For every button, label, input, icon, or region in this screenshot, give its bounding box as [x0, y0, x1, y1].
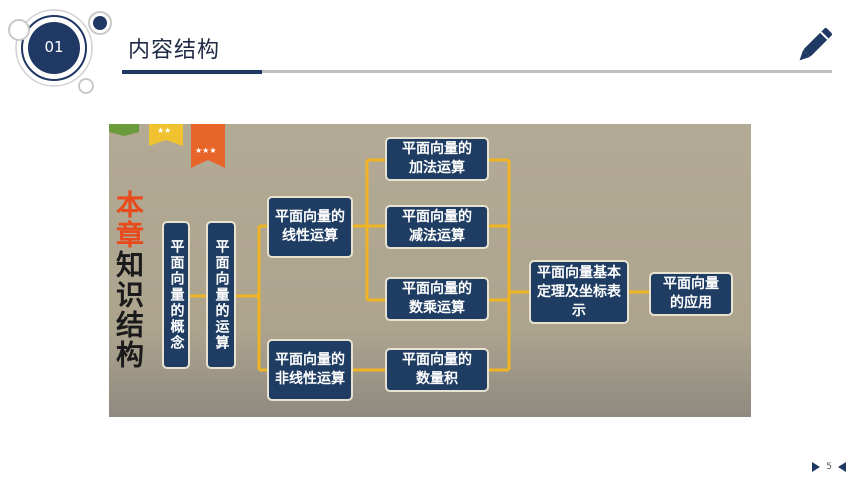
section-number: 01 [44, 38, 64, 56]
svg-text:★★★: ★★★ [195, 146, 217, 155]
section-badge [8, 9, 112, 94]
slide-footer: 5 [812, 462, 846, 472]
node-concept: 平面向量的概念 [162, 221, 190, 369]
node-operation: 平面向量的运算 [206, 221, 236, 369]
next-slide-icon[interactable] [812, 462, 821, 472]
node-linear: 平面向量的线性运算 [267, 196, 353, 258]
ribbon-icon: ★★ ★★★ [109, 124, 225, 168]
node-subtraction: 平面向量的减法运算 [385, 205, 489, 249]
side-title-text: 知识结构 [112, 250, 145, 370]
prev-slide-icon[interactable] [838, 462, 846, 472]
title-divider-accent [122, 70, 262, 74]
pen-icon [799, 28, 832, 61]
node-scalar: 平面向量的数乘运算 [385, 277, 489, 321]
svg-text:★★: ★★ [157, 126, 171, 135]
node-dot-product: 平面向量的数量积 [385, 348, 489, 392]
page-number: 5 [826, 462, 832, 472]
knowledge-structure-diagram: ★★ ★★★ 本章知识结构 平面向量的概念 平面向量的运算 [109, 124, 751, 417]
node-nonlinear: 平面向量的非线性运算 [267, 339, 353, 401]
node-addition: 平面向量的加法运算 [385, 137, 489, 181]
title-divider [122, 70, 832, 73]
side-title-highlight: 本章 [112, 190, 145, 250]
page-title: 内容结构 [128, 38, 221, 63]
diagram-side-title: 本章知识结构 [112, 190, 145, 370]
node-application: 平面向量的应用 [649, 272, 733, 316]
node-theorem: 平面向量基本定理及坐标表示 [529, 260, 629, 324]
